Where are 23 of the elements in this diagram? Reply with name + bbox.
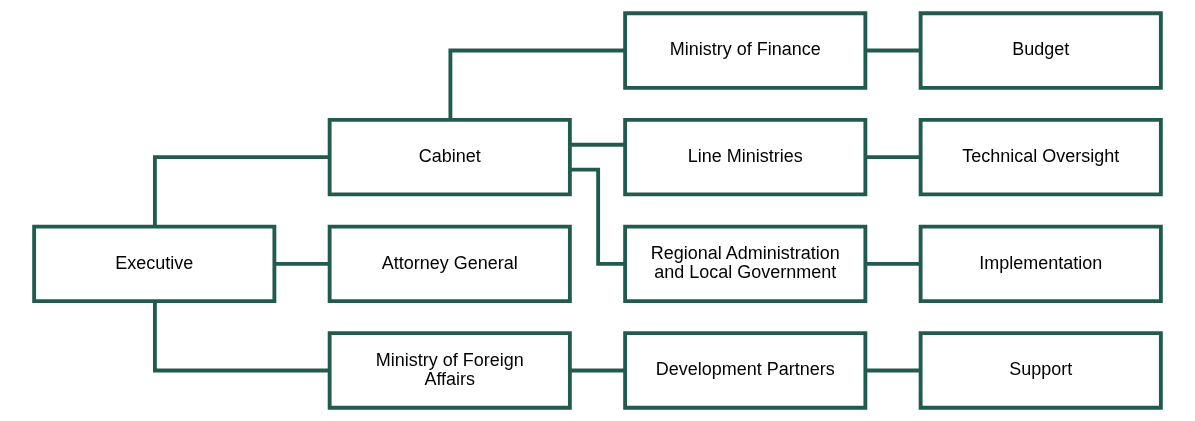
connector [153, 301, 330, 373]
node-box: Regional Administration and Local Government [623, 224, 868, 303]
connector [569, 368, 625, 373]
connector [865, 368, 921, 373]
node-box: Implementation [918, 224, 1163, 303]
node-box: Line Ministries [623, 118, 868, 197]
connector [569, 167, 625, 266]
node-box: Technical Oversight [918, 118, 1163, 197]
connector [865, 261, 921, 266]
connector [448, 48, 625, 120]
connector [569, 142, 625, 147]
node-box: Ministry of Foreign Affairs [327, 331, 572, 410]
node-box: Ministry of Finance [623, 11, 868, 90]
node-box: Cabinet [327, 118, 572, 197]
connector [865, 155, 921, 160]
connector [865, 48, 921, 53]
connector [153, 155, 330, 227]
node-box: Executive [32, 224, 277, 303]
node-box: Development Partners [623, 331, 868, 410]
node-box: Budget [918, 11, 1163, 90]
connector [274, 261, 330, 266]
node-box: Support [918, 331, 1163, 410]
node-box: Attorney General [327, 224, 572, 303]
